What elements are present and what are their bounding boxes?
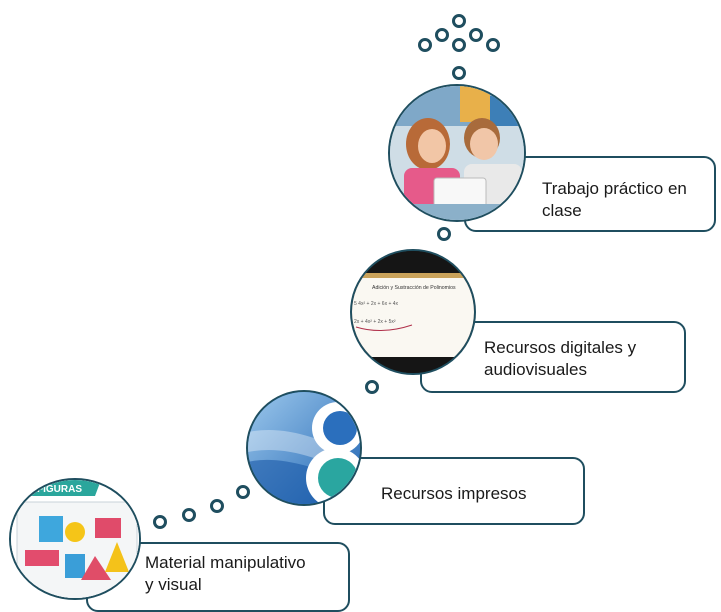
connector-dot [153, 515, 167, 529]
step-label-practico-line1: Trabajo práctico en [542, 179, 687, 198]
connector-dot [452, 66, 466, 80]
connector-dot [452, 14, 466, 28]
connector-dot [469, 28, 483, 42]
connector-dot [435, 28, 449, 42]
step-label-manipulativo-line2: y visual [145, 575, 202, 594]
connector-dot [182, 508, 196, 522]
step-label-impresos: Recursos impresos [323, 457, 585, 525]
svg-text:2x + 4x² + 2x + 5x²: 2x + 4x² + 2x + 5x² [354, 319, 396, 325]
svg-text:5 4x² + 2x + 6x + 4x: 5 4x² + 2x + 6x + 4x [354, 301, 399, 307]
children-tablet-photo [388, 84, 526, 222]
connector-dot [365, 380, 379, 394]
book-cover-photo [246, 390, 362, 506]
screen-title: Adición y Sustracción de Polinomios [372, 285, 456, 291]
step-label-practico-line2: clase [542, 201, 582, 220]
figuras-banner: FIGURAS [37, 484, 82, 495]
step-label-impresos-line1: Recursos impresos [381, 484, 527, 503]
video-screen-photo: Adición y Sustracción de Polinomios 5 4x… [350, 249, 476, 375]
geometric-shapes-photo: FIGURAS [9, 478, 141, 600]
connector-dot [210, 499, 224, 513]
connector-dot [437, 227, 451, 241]
connector-dot [486, 38, 500, 52]
step-label-digitales-line1: Recursos digitales y [484, 338, 637, 357]
connector-dot [236, 485, 250, 499]
connector-dot [418, 38, 432, 52]
step-label-manipulativo-line1: Material manipulativo [145, 553, 306, 572]
step-label-digitales-line2: audiovisuales [484, 360, 588, 379]
connector-dot [452, 38, 466, 52]
